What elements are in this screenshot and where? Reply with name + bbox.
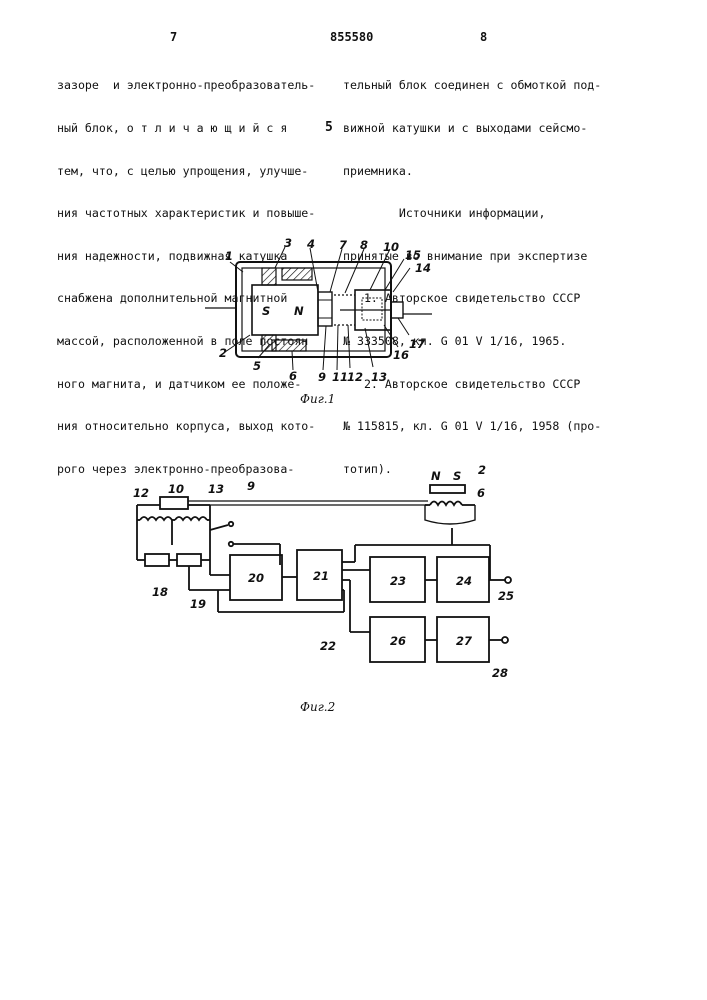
label-2: 2 [219,346,227,360]
block-27-label: 27 [456,634,472,648]
label-fig2-18: 18 [152,585,168,599]
label-s: S [262,304,270,318]
block-21-label: 21 [313,569,329,583]
block-23-label: 23 [390,574,406,588]
label-3: 3 [284,236,292,250]
label-4: 4 [306,237,315,251]
resistor-10 [160,497,188,509]
block-24-label: 24 [456,574,472,588]
label-1: 1 [225,249,233,263]
label-7: 7 [339,238,347,252]
pole-piece-top [262,268,276,285]
coil-6 [430,502,462,506]
block-20-label: 20 [248,571,264,585]
label-12: 12 [347,370,363,384]
label-16: 16 [393,348,409,362]
resistor-19 [177,554,201,566]
top-core [282,268,312,280]
label-fig2-6: 6 [477,486,485,500]
sensor-cap [391,302,403,318]
block-26-label: 26 [390,634,406,648]
figure-2-caption: Фиг.2 [300,700,335,714]
label-fig2-19: 19 [190,597,206,611]
label-8: 8 [360,238,368,252]
coil-13 [175,517,207,520]
label-fig2-13: 13 [208,482,224,496]
label-11: 11 [332,370,348,384]
label-13: 13 [371,370,387,384]
label-fig2-s: S [453,469,461,483]
switch [210,525,228,530]
figure-1-caption: Фиг.1 [300,392,335,406]
label-17: 17 [409,337,425,351]
label-9: 9 [318,370,326,384]
label-fig2-28: 28 [492,666,508,680]
label-fig2-25: 25 [498,589,514,603]
resistor-18 [145,554,169,566]
label-fig2-22: 22 [320,639,336,653]
label-14: 14 [415,261,431,275]
label-n: N [294,304,304,318]
label-fig2-9: 9 [247,479,255,493]
label-15: 15 [405,248,421,262]
label-6: 6 [289,369,297,383]
label-fig2-10: 10 [168,482,184,496]
label-fig2-2: 2 [478,463,486,477]
coil-12 [140,517,172,520]
bottom-core [272,340,306,351]
label-fig2-12: 12 [133,486,149,500]
label-10: 10 [383,240,399,254]
magnet-2 [430,485,465,493]
label-5: 5 [253,359,261,373]
label-fig2-n: N [431,469,441,483]
moving-coil [318,292,332,326]
